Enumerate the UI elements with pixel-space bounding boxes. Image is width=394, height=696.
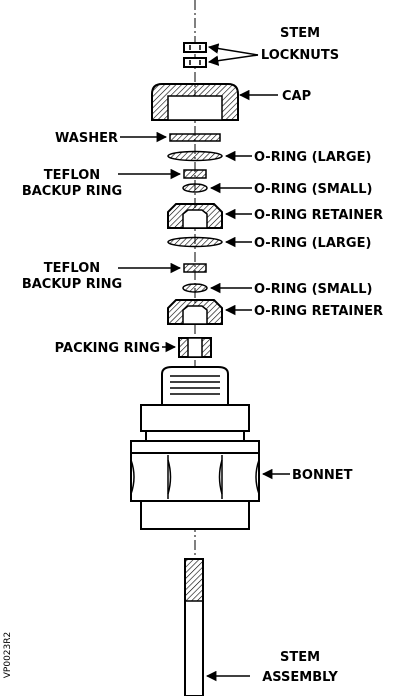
bonnet-part xyxy=(130,366,260,530)
stem-locknuts-label-line1: STEM xyxy=(280,26,320,41)
teflon-backup-ring-2-label-line1: TEFLON xyxy=(44,261,100,276)
o-ring-retainer-2-label: O-RING RETAINER xyxy=(254,304,383,319)
cap-label: CAP xyxy=(282,89,311,104)
o-ring-retainer-1-label: O-RING RETAINER xyxy=(254,208,383,223)
o-ring-large-1-label: O-RING (LARGE) xyxy=(254,150,371,165)
teflon-backup-ring-2-label-line2: BACKUP RING xyxy=(22,277,122,292)
figure-code: VP0023R2 xyxy=(3,632,13,678)
o-ring-small-1-label: O-RING (SMALL) xyxy=(254,182,372,197)
stem-locknuts-part xyxy=(183,42,207,68)
teflon-backup-ring-2-part xyxy=(183,263,207,273)
o-ring-large-1-part xyxy=(167,150,223,162)
o-ring-retainer-1-part xyxy=(167,203,223,229)
o-ring-large-2-part xyxy=(167,236,223,248)
stem-assembly-label-line1: STEM xyxy=(280,650,320,665)
stem-locknuts-label-line2: LOCKNUTS xyxy=(261,48,339,63)
teflon-backup-ring-1-label-line1: TEFLON xyxy=(44,168,100,183)
packing-ring-part xyxy=(178,337,212,358)
packing-ring-label: PACKING RING xyxy=(55,341,160,356)
o-ring-small-1-part xyxy=(182,183,208,193)
bonnet-label: BONNET xyxy=(292,468,353,483)
o-ring-small-2-part xyxy=(182,283,208,293)
washer-label: WASHER xyxy=(55,131,118,146)
teflon-backup-ring-1-label-line2: BACKUP RING xyxy=(22,184,122,199)
o-ring-retainer-2-part xyxy=(167,299,223,325)
cap-part xyxy=(151,83,239,121)
stem-assembly-label-line2: ASSEMBLY xyxy=(262,670,338,685)
o-ring-large-2-label: O-RING (LARGE) xyxy=(254,236,371,251)
teflon-backup-ring-1-part xyxy=(183,169,207,179)
stem-assembly-part xyxy=(184,558,204,696)
stem-locknuts-leader-1 xyxy=(207,43,259,56)
o-ring-small-2-label: O-RING (SMALL) xyxy=(254,282,372,297)
washer-part xyxy=(169,133,221,142)
stem-locknuts-leader-2 xyxy=(207,54,259,66)
